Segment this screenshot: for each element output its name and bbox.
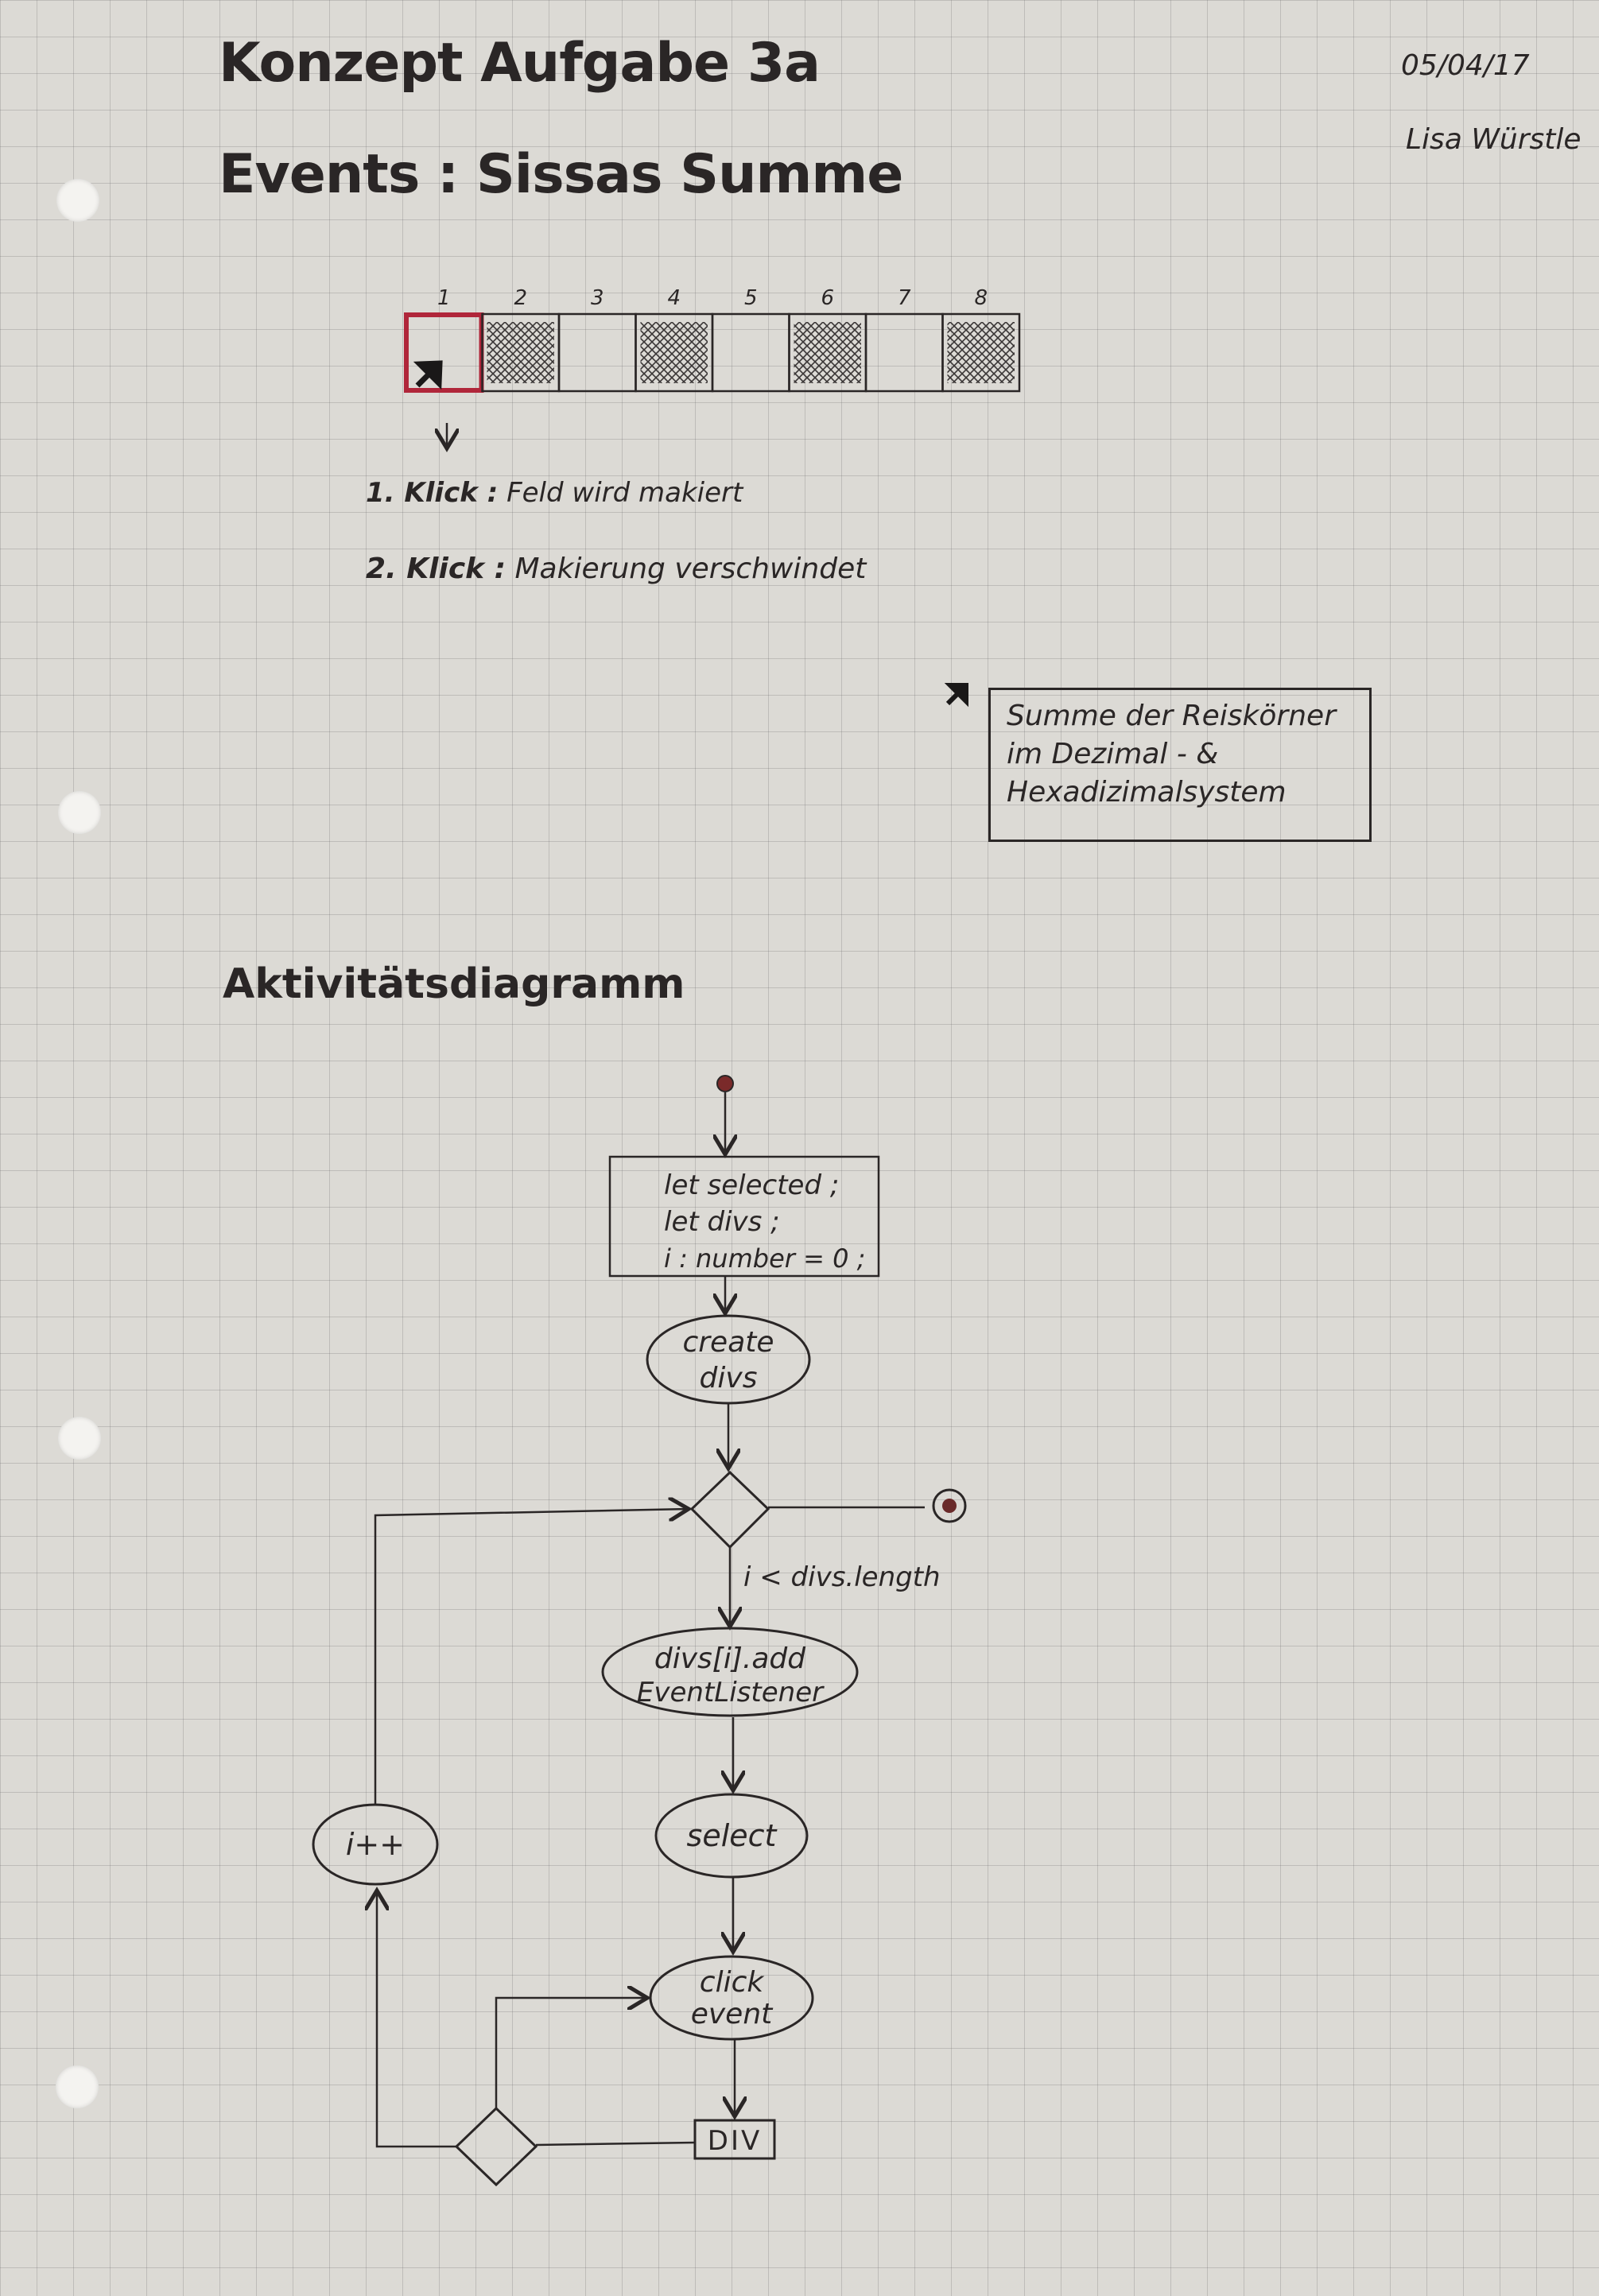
punch-hole <box>58 791 101 834</box>
click-line-2: event <box>691 1998 774 2030</box>
click2-note: 2. Klick : Makierung verschwindet <box>366 553 866 585</box>
page-title: Konzept Aufgabe 3a <box>219 32 821 95</box>
click1-label: 1. Klick : <box>366 477 499 509</box>
punch-hole <box>58 1417 101 1460</box>
loop-decision <box>689 1470 770 1549</box>
board-graphics: 1 2 3 4 5 6 7 8 <box>404 286 1021 393</box>
hatched-fill <box>640 322 708 383</box>
date-text: 05/04/17 <box>1401 49 1530 82</box>
page-subtitle: Events : Sissas Summe <box>219 143 903 206</box>
click2-label: 2. Klick : <box>366 553 506 585</box>
create-line-1: create <box>682 1326 774 1359</box>
create-divs-action <box>646 1314 811 1405</box>
cell-number: 5 <box>744 286 758 310</box>
info-line-2: im Dezimal - & <box>1007 738 1219 770</box>
start-node <box>716 1075 734 1092</box>
hatched-fill <box>794 322 861 383</box>
board-cell[interactable] <box>864 312 944 393</box>
cell-number: 6 <box>821 286 834 310</box>
click1-text: Feld wird makiert <box>506 477 743 509</box>
select-action <box>654 1793 809 1879</box>
div-label: DIV <box>708 2125 762 2157</box>
end-node <box>932 1488 967 1523</box>
create-line-2: divs <box>700 1362 758 1394</box>
init-line-3: i : number = 0 ; <box>664 1243 865 1274</box>
select-label: select <box>687 1818 778 1853</box>
init-box <box>608 1155 880 1278</box>
author-text: Lisa Würstle <box>1406 123 1582 156</box>
listener-line-1: divs[i].add <box>654 1642 806 1675</box>
cell-number: 1 <box>437 286 451 310</box>
punch-hole <box>56 2065 99 2108</box>
board-cell[interactable] <box>941 312 1021 393</box>
init-line-1: let selected ; <box>664 1169 839 1201</box>
listener-line-2: EventListener <box>637 1677 825 1708</box>
click2-text: Makierung verschwindet <box>514 553 867 585</box>
cell-number: 3 <box>591 286 604 310</box>
cell-number: 8 <box>974 286 988 310</box>
cell-number: 2 <box>514 286 527 310</box>
info-box: Summe der Reiskörner im Dezimal - & Hexa… <box>988 688 1372 842</box>
increment-label: i++ <box>346 1827 405 1862</box>
board-cell[interactable] <box>711 312 790 393</box>
hatched-fill <box>947 322 1015 383</box>
click-decision <box>454 2106 538 2187</box>
cell-number: 4 <box>667 286 681 310</box>
board-cell[interactable] <box>404 312 483 393</box>
click-line-1: click <box>700 1966 766 1999</box>
cursor-icon <box>944 683 968 708</box>
info-line-1: Summe der Reiskörner <box>1007 700 1336 732</box>
selected-cell-highlight <box>404 312 484 393</box>
diagram-heading: Aktivitätsdiagramm <box>223 960 685 1008</box>
punch-hole <box>56 179 99 222</box>
cursor-icon <box>413 360 443 390</box>
cell-number: 7 <box>898 286 911 310</box>
guard-label: i < divs.length <box>743 1561 941 1593</box>
click1-note: 1. Klick : Feld wird makiert <box>366 477 743 509</box>
hatched-fill <box>487 322 554 383</box>
info-line-3: Hexadizimalsystem <box>1007 776 1287 809</box>
add-listener-action <box>601 1627 859 1717</box>
init-line-2: let divs ; <box>664 1206 780 1238</box>
div-box <box>693 2119 776 2160</box>
board-cell[interactable] <box>557 312 637 393</box>
